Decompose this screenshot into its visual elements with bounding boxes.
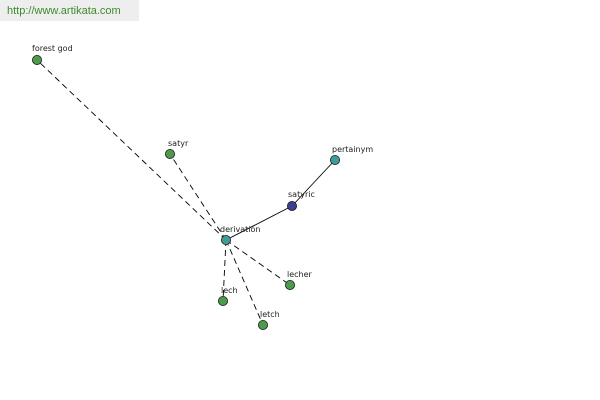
nodes-layer: forest god satyr pertainym satyric derivatio… bbox=[32, 44, 373, 330]
node-label-forest-god[interactable]: forest god bbox=[32, 44, 73, 53]
node-dot-derivation[interactable] bbox=[220, 234, 231, 245]
node-label-satyric[interactable]: satyric bbox=[288, 190, 315, 199]
node-label-pertainym[interactable]: pertainym bbox=[332, 145, 373, 154]
node-label-lech[interactable]: lech bbox=[221, 286, 238, 295]
site-url-banner[interactable]: http://www.artikata.com bbox=[0, 0, 139, 21]
edge-derivation-forest-god bbox=[36, 59, 227, 241]
node-label-satyr[interactable]: satyr bbox=[168, 139, 189, 148]
site-url-text[interactable]: http://www.artikata.com bbox=[7, 5, 121, 17]
node-lech[interactable]: lech bbox=[217, 286, 238, 306]
node-lecher[interactable]: lecher bbox=[284, 270, 313, 290]
node-dot-letch[interactable] bbox=[257, 319, 268, 330]
edge-derivation-lecher bbox=[225, 239, 291, 286]
node-letch[interactable]: letch bbox=[257, 310, 280, 330]
node-label-lecher[interactable]: lecher bbox=[287, 270, 313, 279]
node-dot-lecher[interactable] bbox=[284, 279, 295, 290]
node-dot-pertainym[interactable] bbox=[329, 154, 340, 165]
node-dot-forest-god[interactable] bbox=[32, 55, 43, 66]
node-satyr[interactable]: satyr bbox=[164, 139, 189, 159]
edge-derivation-satyr bbox=[169, 153, 227, 241]
edge-satyric-derivation bbox=[225, 205, 293, 241]
edge-satyric-pertainym bbox=[291, 159, 336, 207]
node-dot-lech[interactable] bbox=[217, 295, 228, 306]
node-label-derivation[interactable]: derivation bbox=[220, 225, 260, 234]
edge-derivation-letch bbox=[225, 239, 264, 326]
edge-derivation-lech bbox=[222, 239, 227, 302]
node-forest-god[interactable]: forest god bbox=[32, 44, 73, 66]
node-pertainym[interactable]: pertainym bbox=[329, 145, 373, 165]
node-satyric[interactable]: satyric bbox=[286, 190, 315, 211]
edges-layer bbox=[36, 59, 336, 326]
node-derivation[interactable]: derivation bbox=[220, 225, 260, 245]
node-label-letch[interactable]: letch bbox=[260, 310, 280, 319]
node-dot-satyr[interactable] bbox=[164, 148, 175, 159]
node-dot-satyric[interactable] bbox=[286, 200, 297, 211]
